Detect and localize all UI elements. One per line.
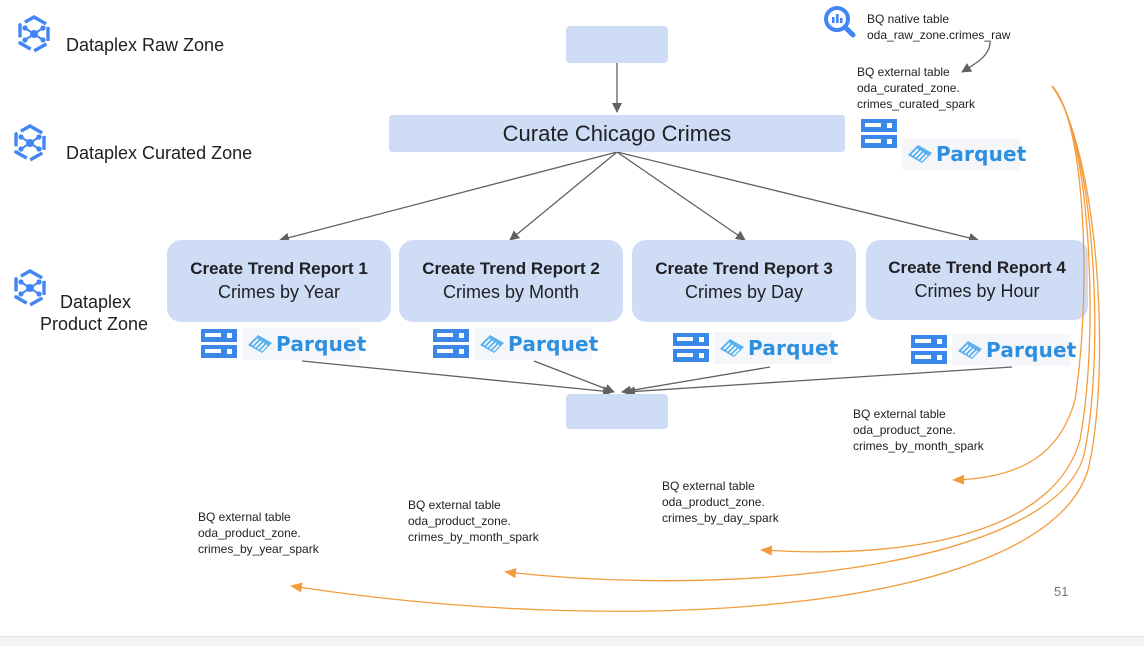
note-line: crimes_by_day_spark bbox=[662, 511, 779, 525]
note-line: BQ external table bbox=[857, 65, 950, 79]
sink-node bbox=[566, 394, 668, 429]
orange-arrow-to-day bbox=[760, 85, 1091, 556]
report-subtitle: Crimes by Hour bbox=[914, 281, 1040, 301]
product-zone-label-line2: Product Zone bbox=[40, 314, 149, 334]
note-line: crimes_by_month_spark bbox=[853, 439, 984, 453]
product-zone-label-line1: Dataplex bbox=[60, 292, 132, 312]
note-line: BQ external table bbox=[662, 479, 755, 493]
orange-arrow-to-year bbox=[290, 85, 1101, 612]
curate-node: Curate Chicago Crimes bbox=[389, 115, 845, 152]
source-node bbox=[566, 26, 668, 63]
dataplex-icon bbox=[18, 15, 50, 53]
bigquery-icon bbox=[824, 6, 856, 38]
note-line: BQ external table bbox=[853, 407, 946, 421]
orange-arrow-to-month bbox=[504, 85, 1096, 582]
parquet-label: Parquet bbox=[276, 332, 367, 356]
note-line: BQ native table bbox=[867, 12, 950, 26]
parquet-badge-curated: Parquet bbox=[860, 118, 1026, 170]
month-table-note: BQ external table oda_product_zone. crim… bbox=[408, 497, 539, 545]
storage-server-icon bbox=[201, 329, 237, 358]
parquet-logo-icon bbox=[908, 145, 932, 163]
day-table-note: BQ external table oda_product_zone. crim… bbox=[662, 478, 779, 526]
report-title: Create Trend Report 1 bbox=[190, 259, 368, 278]
dataplex-icon bbox=[14, 269, 46, 307]
curated-table-note: BQ external table oda_curated_zone. crim… bbox=[857, 64, 975, 112]
note-line: crimes_by_year_spark bbox=[198, 542, 319, 556]
storage-server-icon bbox=[673, 333, 709, 362]
page-number: 51 bbox=[1054, 584, 1069, 599]
edge-curate-to-report1 bbox=[279, 151, 618, 243]
native-table-note: BQ native table oda_raw_zone.crimes_raw bbox=[867, 11, 1010, 43]
note-line: oda_product_zone. bbox=[198, 526, 301, 540]
report-node-4: Create Trend Report 4 Crimes by Hour bbox=[866, 240, 1088, 320]
report-subtitle: Crimes by Day bbox=[684, 282, 804, 302]
curated-zone-label: Dataplex Curated Zone bbox=[66, 143, 253, 163]
report-node-2: Create Trend Report 2 Crimes by Month bbox=[399, 240, 623, 322]
year-table-note: BQ external table oda_product_zone. crim… bbox=[198, 509, 319, 557]
storage-server-icon bbox=[861, 119, 897, 148]
edge-parquet1-to-sink bbox=[301, 360, 613, 397]
parquet-badge-1: Parquet bbox=[200, 328, 366, 362]
curate-node-label: Curate Chicago Crimes bbox=[502, 120, 732, 146]
parquet-logo-icon bbox=[480, 335, 504, 353]
report-subtitle: Crimes by Month bbox=[442, 282, 580, 302]
parquet-badge-2: Parquet bbox=[432, 328, 598, 362]
raw-zone-label: Dataplex Raw Zone bbox=[66, 35, 225, 55]
report-subtitle: Crimes by Year bbox=[217, 282, 341, 302]
report-title: Create Trend Report 3 bbox=[655, 259, 833, 278]
parquet-badge-3: Parquet bbox=[672, 332, 838, 366]
parquet-label: Parquet bbox=[986, 338, 1077, 362]
edge-native-to-curated-note bbox=[961, 41, 991, 73]
edge-curate-to-report2 bbox=[509, 151, 618, 241]
parquet-logo-icon bbox=[958, 341, 982, 359]
report-title: Create Trend Report 4 bbox=[888, 258, 1066, 277]
note-line: oda_curated_zone. bbox=[857, 81, 960, 95]
note-line: BQ external table bbox=[408, 498, 501, 512]
edge-parquet3-to-sink bbox=[621, 366, 771, 396]
storage-server-icon bbox=[433, 329, 469, 358]
storage-server-icon bbox=[911, 335, 947, 364]
edge-parquet2-to-sink bbox=[533, 360, 615, 394]
note-line: oda_raw_zone.crimes_raw bbox=[867, 28, 1011, 42]
parquet-label: Parquet bbox=[508, 332, 599, 356]
note-line: crimes_by_month_spark bbox=[408, 530, 539, 544]
hour-table-note: BQ external table oda_product_zone. crim… bbox=[853, 406, 984, 454]
footer-bar bbox=[0, 636, 1144, 646]
edge-curate-to-report4 bbox=[616, 151, 979, 243]
note-line: BQ external table bbox=[198, 510, 291, 524]
edge-parquet4-to-sink bbox=[625, 366, 1013, 397]
parquet-label: Parquet bbox=[748, 336, 839, 360]
note-line: oda_product_zone. bbox=[408, 514, 511, 528]
note-line: oda_product_zone. bbox=[662, 495, 765, 509]
parquet-logo-icon bbox=[248, 335, 272, 353]
dataplex-icon bbox=[14, 124, 46, 162]
report-node-1: Create Trend Report 1 Crimes by Year bbox=[167, 240, 391, 322]
note-line: oda_product_zone. bbox=[853, 423, 956, 437]
orange-arrow-to-hour bbox=[952, 85, 1085, 485]
note-line: crimes_curated_spark bbox=[857, 97, 976, 111]
parquet-logo-icon bbox=[720, 339, 744, 357]
report-node-3: Create Trend Report 3 Crimes by Day bbox=[632, 240, 856, 322]
edge-curate-to-report3 bbox=[616, 151, 746, 241]
parquet-label: Parquet bbox=[936, 142, 1027, 166]
parquet-badge-4: Parquet bbox=[910, 334, 1076, 368]
report-title: Create Trend Report 2 bbox=[422, 259, 600, 278]
